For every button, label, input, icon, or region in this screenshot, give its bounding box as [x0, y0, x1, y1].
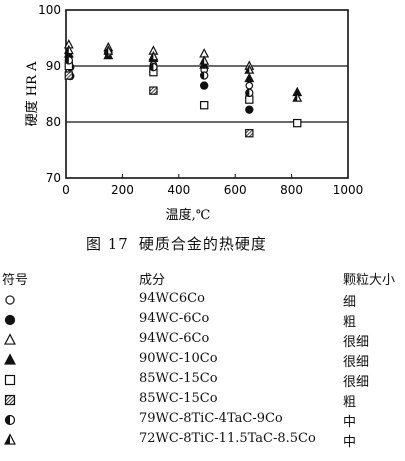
legend-grain: 很细: [343, 375, 370, 390]
legend-grain: 很细: [343, 355, 370, 370]
legend-grain: 很细: [343, 335, 370, 350]
legend-header-composition: 成分: [139, 273, 166, 288]
point-triangle-filled-3-4: [244, 72, 255, 83]
x-axis-label: 温度,℃: [166, 207, 211, 223]
point-circle-open-0-4: [245, 81, 254, 90]
x-tick-label: 800: [280, 183, 303, 197]
point-circle-half-6-3: [199, 71, 209, 80]
legend-marker-square-hatched: [4, 394, 16, 406]
y-tick-label: 70: [46, 171, 61, 185]
legend-composition: 94WC-6Co: [139, 311, 210, 326]
legend-grain: 粗: [343, 395, 357, 410]
legend-header-grain: 颗粒大小: [343, 273, 396, 288]
point-circle-half-6-2: [149, 62, 158, 72]
legend-row: 79WC-8TiC-4TaC-9Co 中: [0, 410, 405, 430]
plot-area: [65, 9, 349, 179]
y-tick-label: 90: [46, 59, 61, 73]
legend-row: 85WC-15Co 很细: [0, 370, 405, 390]
point-triangle-half-7-4: [244, 64, 255, 74]
point-triangle-half-7-5: [292, 92, 303, 102]
data-points: [63, 39, 303, 138]
legend-marker-circle-half: [4, 414, 16, 426]
x-tick-label: 1000: [333, 183, 364, 197]
point-square-hatched-5-0: [64, 71, 74, 80]
legend-symbol: [4, 394, 16, 406]
point-circle-filled-1-4: [245, 105, 254, 114]
axis-ticks: 0 200 400 600 800 1000 70 80 90 100: [38, 3, 363, 197]
point-square-hatched-5-1: [149, 86, 158, 95]
point-square-open-4-4: [293, 118, 302, 128]
y-tick-label: 80: [46, 115, 61, 129]
legend-marker-triangle-open: [4, 333, 16, 345]
legend-composition: 85WC-15Co: [139, 391, 218, 406]
legend-row: 72WC-8TiC-11.5TaC-8.5Co 中: [0, 430, 405, 450]
legend-grain: 中: [343, 415, 357, 430]
legend-composition: 72WC-8TiC-11.5TaC-8.5Co: [139, 431, 316, 446]
x-tick-label: 600: [224, 183, 247, 197]
legend-symbol: [4, 433, 16, 445]
legend-grain: 细: [343, 295, 357, 310]
point-triangle-half-7-2: [148, 50, 159, 61]
legend-composition: 90WC-10Co: [139, 351, 218, 366]
point-triangle-half-7-3: [199, 55, 210, 65]
legend-marker-square-open: [4, 374, 16, 386]
figure-title: 硬质合金的热硬度: [138, 235, 267, 253]
point-triangle-half-7-0: [63, 44, 74, 55]
point-triangle-half-7-1: [103, 45, 114, 55]
legend-marker-triangle-half: [4, 433, 16, 445]
hot-hardness-chart: 0 200 400 600 800 1000 70 80 90 100 硬度 HR A 温度,℃: [24, 3, 363, 223]
figure-number: 图 17: [86, 235, 129, 253]
legend-grain: 粗: [343, 315, 357, 330]
point-circle-half-6-4: [245, 88, 254, 98]
y-tick-label: 100: [38, 3, 61, 17]
legend-composition: 79WC-8TiC-4TaC-9Co: [139, 411, 283, 426]
legend-row: 94WC-6Co 很细: [0, 330, 405, 350]
legend-row: 85WC-15Co 粗: [0, 390, 405, 410]
legend-symbol: [4, 414, 16, 426]
legend-symbol: [4, 333, 16, 345]
point-square-hatched-5-2: [245, 129, 254, 138]
legend-header: 符号 成分 颗粒大小: [0, 268, 405, 288]
point-circle-filled-1-3: [199, 81, 209, 90]
legend-row: 94WC-6Co 粗: [0, 310, 405, 330]
legend-marker-circle-open: [5, 295, 15, 305]
x-tick-label: 200: [111, 183, 134, 197]
legend-symbol: [4, 374, 16, 386]
point-square-open-4-2: [199, 100, 209, 110]
x-tick-label: 400: [167, 183, 190, 197]
legend-row: 94WC6Co 细: [0, 290, 405, 310]
y-axis-label: 硬度 HR A: [24, 61, 40, 126]
legend-composition: 85WC-15Co: [139, 371, 218, 386]
legend-row: 90WC-10Co 很细: [0, 350, 405, 370]
legend-marker-triangle-filled: [4, 353, 16, 365]
legend-symbol: [4, 353, 16, 365]
legend-header-symbol: 符号: [2, 273, 29, 288]
legend-symbol: [4, 314, 16, 326]
legend-grain: 中: [343, 435, 357, 450]
legend-composition: 94WC-6Co: [139, 331, 210, 346]
x-tick-label: 0: [62, 183, 70, 197]
point-circle-half-6-0: [64, 56, 74, 65]
legend-marker-circle-filled: [4, 314, 16, 326]
point-square-open-4-3: [245, 95, 254, 104]
legend-composition: 94WC6Co: [139, 291, 205, 306]
legend-symbol: [5, 295, 15, 305]
figure-caption: 图 17 硬质合金的热硬度: [86, 233, 277, 254]
